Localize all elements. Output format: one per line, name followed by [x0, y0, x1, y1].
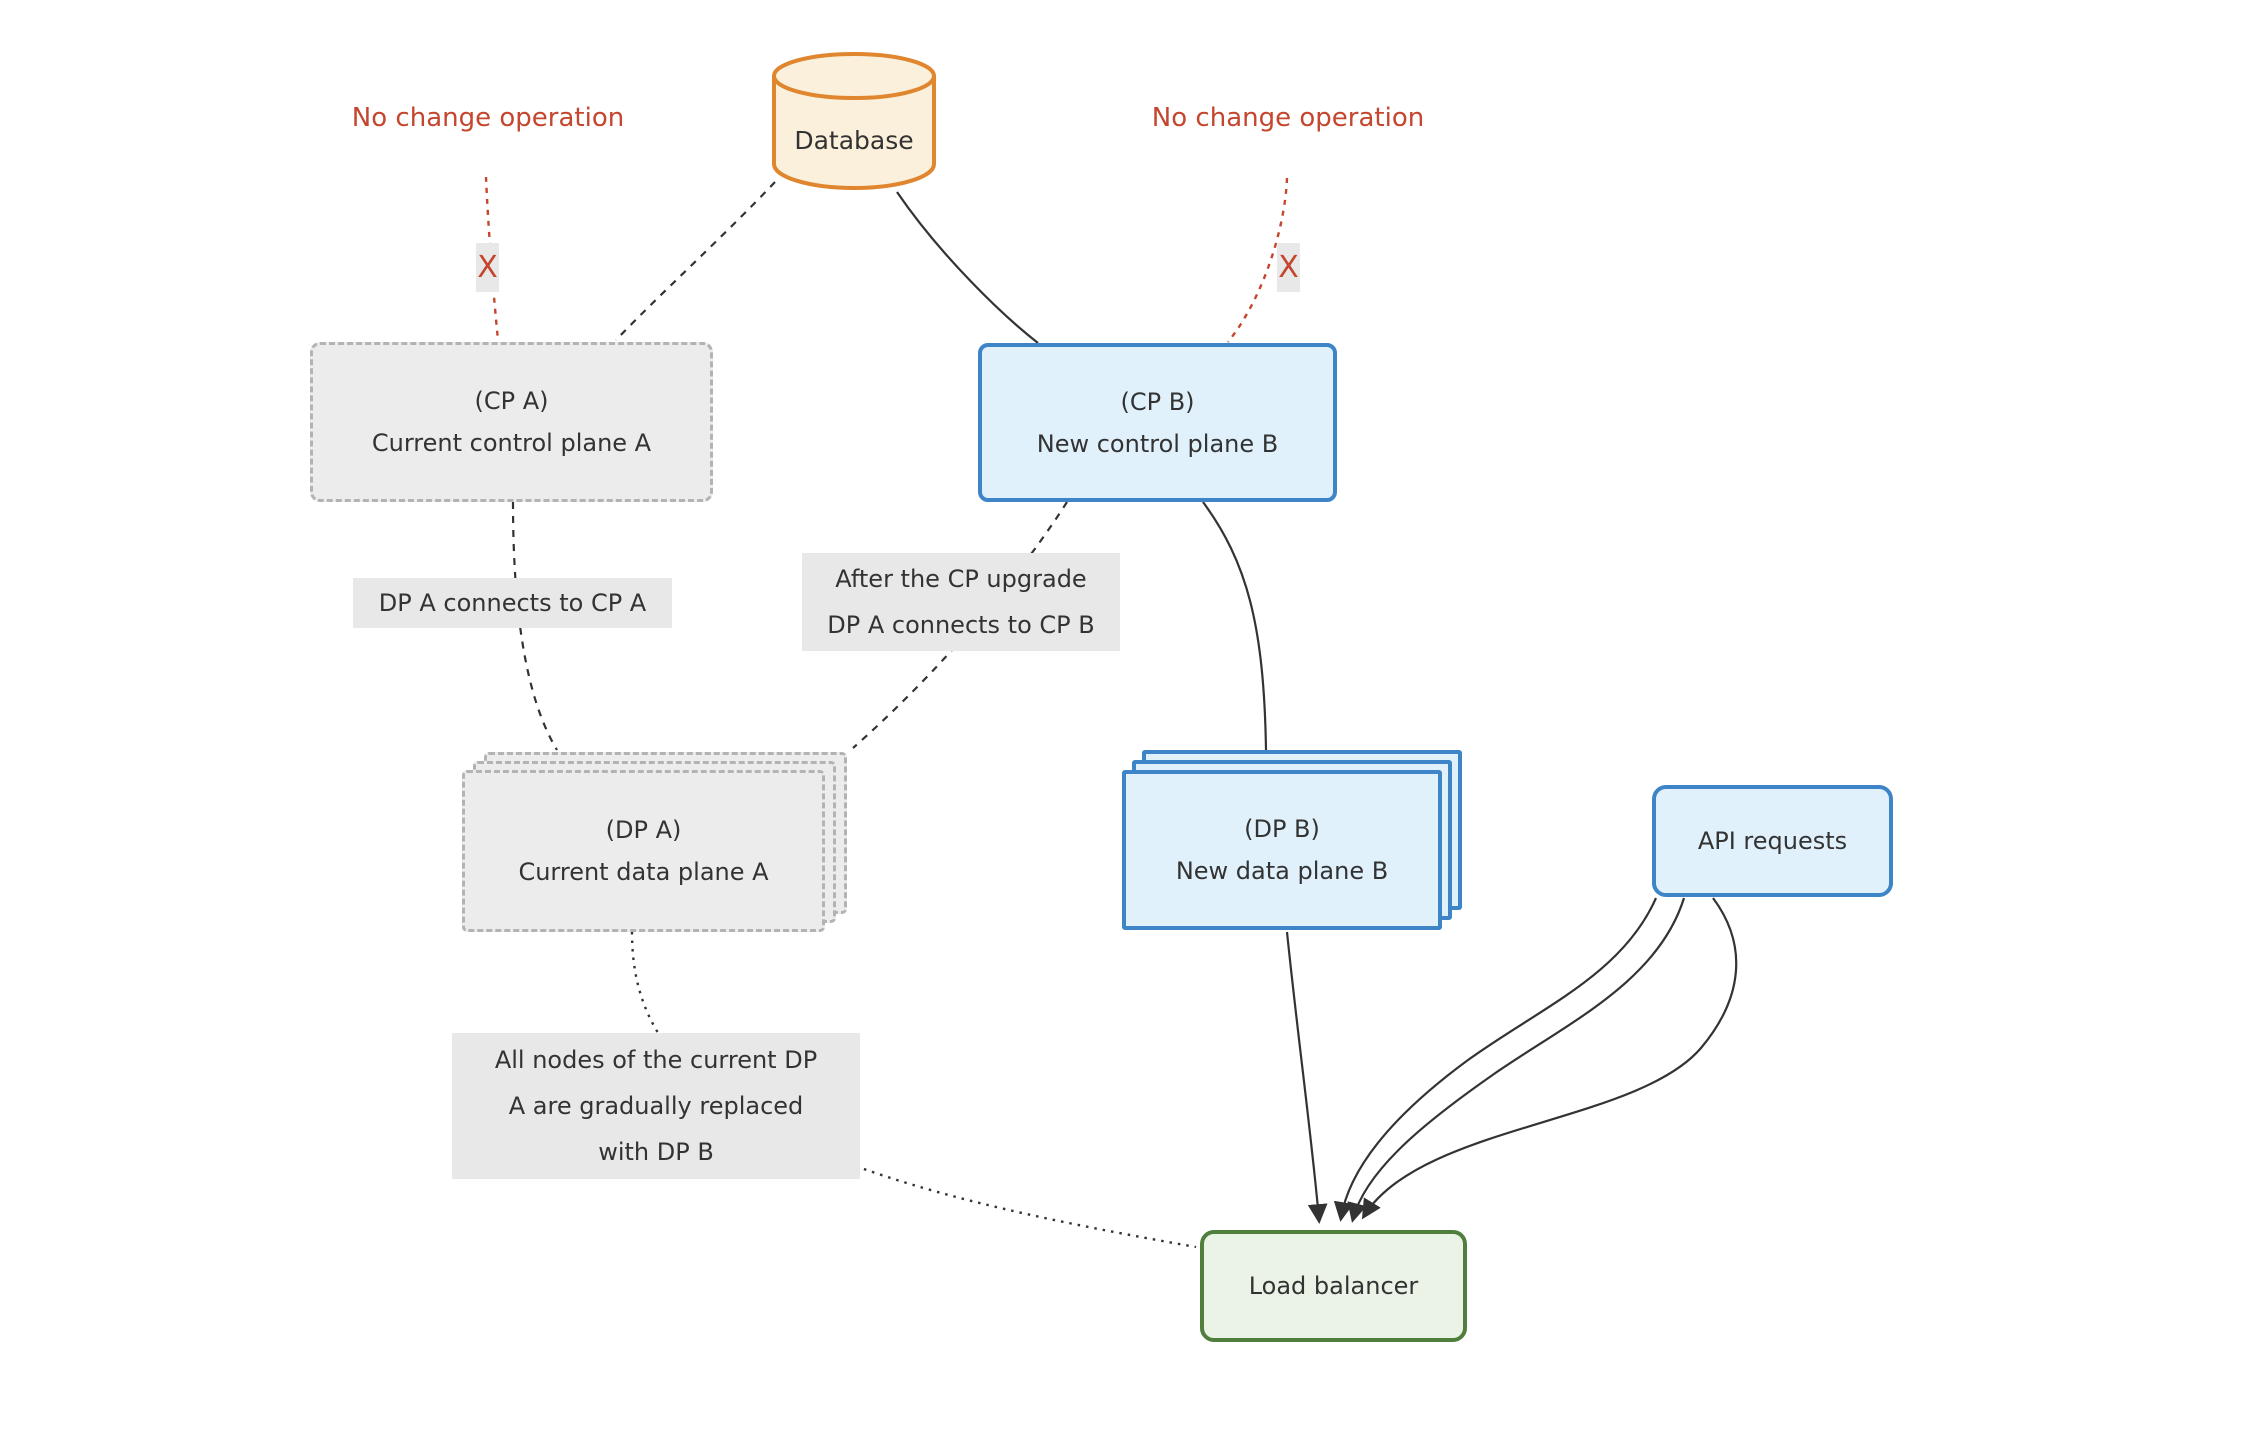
node-load-balancer: Load balancer	[1200, 1230, 1467, 1342]
cp-a-line1: (CP A)	[474, 387, 549, 415]
node-dp-b: (DP B) New data plane B	[1122, 750, 1463, 931]
x-marker-left: X	[476, 243, 499, 292]
node-dp-a: (DP A) Current data plane A	[462, 752, 848, 933]
database-label: Database	[794, 126, 914, 155]
edge-label-after-upgrade-line2: DP A connects to CP B	[827, 611, 1095, 639]
cp-a-line2: Current control plane A	[371, 429, 652, 457]
edge-api-to-load-balancer-1	[1333, 897, 1658, 1222]
node-cp-a: (CP A) Current control plane A	[310, 342, 713, 502]
edge-label-gradual-replace-line3: with DP B	[598, 1138, 714, 1166]
dp-a-line1: (DP A)	[605, 816, 682, 844]
edge-label-after-upgrade: After the CP upgrade DP A connects to CP…	[802, 553, 1120, 651]
edge-label-after-upgrade-line1: After the CP upgrade	[835, 565, 1087, 593]
edge-api-to-load-balancer-2	[1347, 897, 1686, 1223]
database-node: Database	[770, 48, 938, 198]
edge-label-gradual-replace-line1: All nodes of the current DP	[494, 1046, 818, 1074]
edge-api-to-load-balancer-3	[1361, 897, 1738, 1220]
node-api-requests: API requests	[1652, 785, 1893, 897]
edge-database-to-cp-b	[896, 191, 1039, 344]
edge-label-gradual-replace-line2: A are gradually replaced	[508, 1092, 804, 1120]
edge-label-dpa-to-cpa-text: DP A connects to CP A	[378, 589, 647, 617]
load-balancer-label: Load balancer	[1248, 1272, 1419, 1300]
edge-label-gradual-replace: All nodes of the current DP A are gradua…	[452, 1033, 860, 1179]
dp-b-line2: New data plane B	[1175, 857, 1389, 885]
edge-dp-a-to-load-balancer	[630, 931, 1197, 1249]
edge-cp-b-to-dp-b	[1202, 501, 1268, 751]
edge-cp-a-to-dp-a	[511, 501, 558, 751]
no-change-note-left: No change operation	[351, 103, 625, 133]
dp-a-line2: Current data plane A	[518, 858, 769, 886]
node-cp-b: (CP B) New control plane B	[978, 343, 1337, 502]
no-change-note-right: No change operation	[1151, 103, 1425, 133]
dp-b-line1: (DP B)	[1244, 815, 1320, 843]
api-requests-label: API requests	[1697, 827, 1848, 855]
dp-a-stack-front: (DP A) Current data plane A	[462, 770, 825, 932]
edge-label-dpa-to-cpa: DP A connects to CP A	[353, 578, 672, 628]
dp-b-stack-front: (DP B) New data plane B	[1122, 770, 1442, 930]
cp-b-line2: New control plane B	[1036, 429, 1279, 458]
edge-database-to-cp-a	[615, 181, 776, 341]
x-marker-right: X	[1277, 243, 1300, 292]
edge-no-change-right	[1227, 177, 1289, 343]
database-cylinder-icon	[772, 52, 936, 190]
cp-b-line1: (CP B)	[1120, 387, 1195, 416]
edge-dp-b-to-load-balancer	[1285, 931, 1328, 1224]
